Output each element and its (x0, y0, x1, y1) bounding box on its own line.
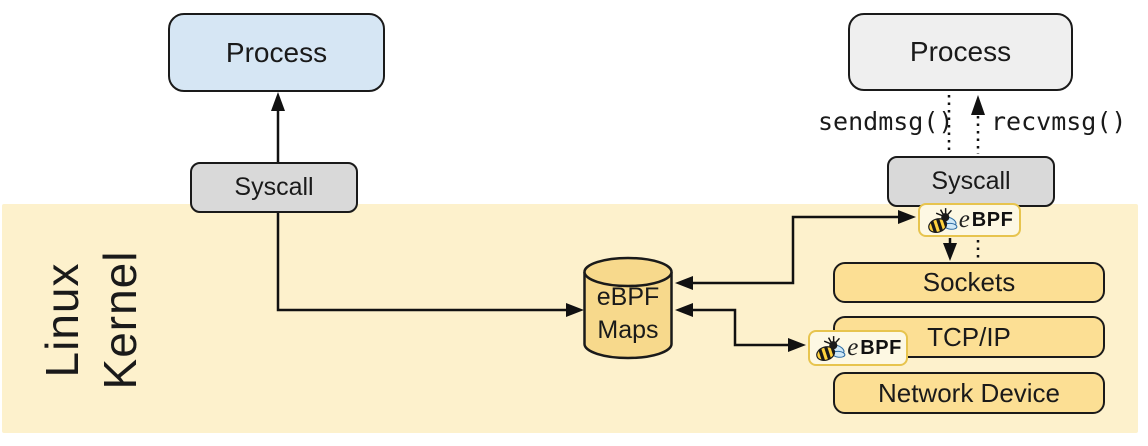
syscall-right-label: Syscall (931, 167, 1011, 195)
ebpf-maps-label: eBPF Maps (580, 281, 676, 347)
linux-kernel-label: Linux Kernel (36, 208, 146, 432)
kernel-label-line1: Linux (36, 262, 89, 378)
recvmsg-label: recvmsg() (991, 107, 1127, 136)
process-box-left: Process (168, 13, 385, 92)
syscall-box-left: Syscall (190, 162, 358, 213)
maps-label-line1: eBPF (596, 283, 660, 311)
ebpf-logo-e: e (958, 206, 970, 233)
sendmsg-label: sendmsg() (818, 107, 954, 136)
ebpf-maps-cylinder (583, 256, 673, 360)
process-box-right: Process (848, 13, 1073, 91)
sockets-box: Sockets (833, 262, 1105, 303)
syscall-box-right: Syscall (887, 156, 1055, 207)
kernel-label-line2: Kernel (94, 250, 146, 390)
process-right-label: Process (909, 36, 1012, 67)
ebpf-logo-bpf: BPF (971, 208, 1014, 231)
tcpip-label: TCP/IP (927, 321, 1011, 352)
network-device-box: Network Device (833, 372, 1105, 414)
sockets-label: Sockets (922, 267, 1016, 297)
network-device-label: Network Device (877, 377, 1061, 408)
ebpf-logo-e: e (847, 334, 859, 361)
process-left-label: Process (225, 36, 328, 68)
ebpf-bee-icon (926, 207, 958, 234)
ebpf-bee-icon (814, 335, 846, 362)
maps-label-line2: Maps (597, 316, 659, 344)
syscall-left-label: Syscall (234, 173, 314, 201)
ebpf-logo-bpf: BPF (860, 336, 902, 359)
